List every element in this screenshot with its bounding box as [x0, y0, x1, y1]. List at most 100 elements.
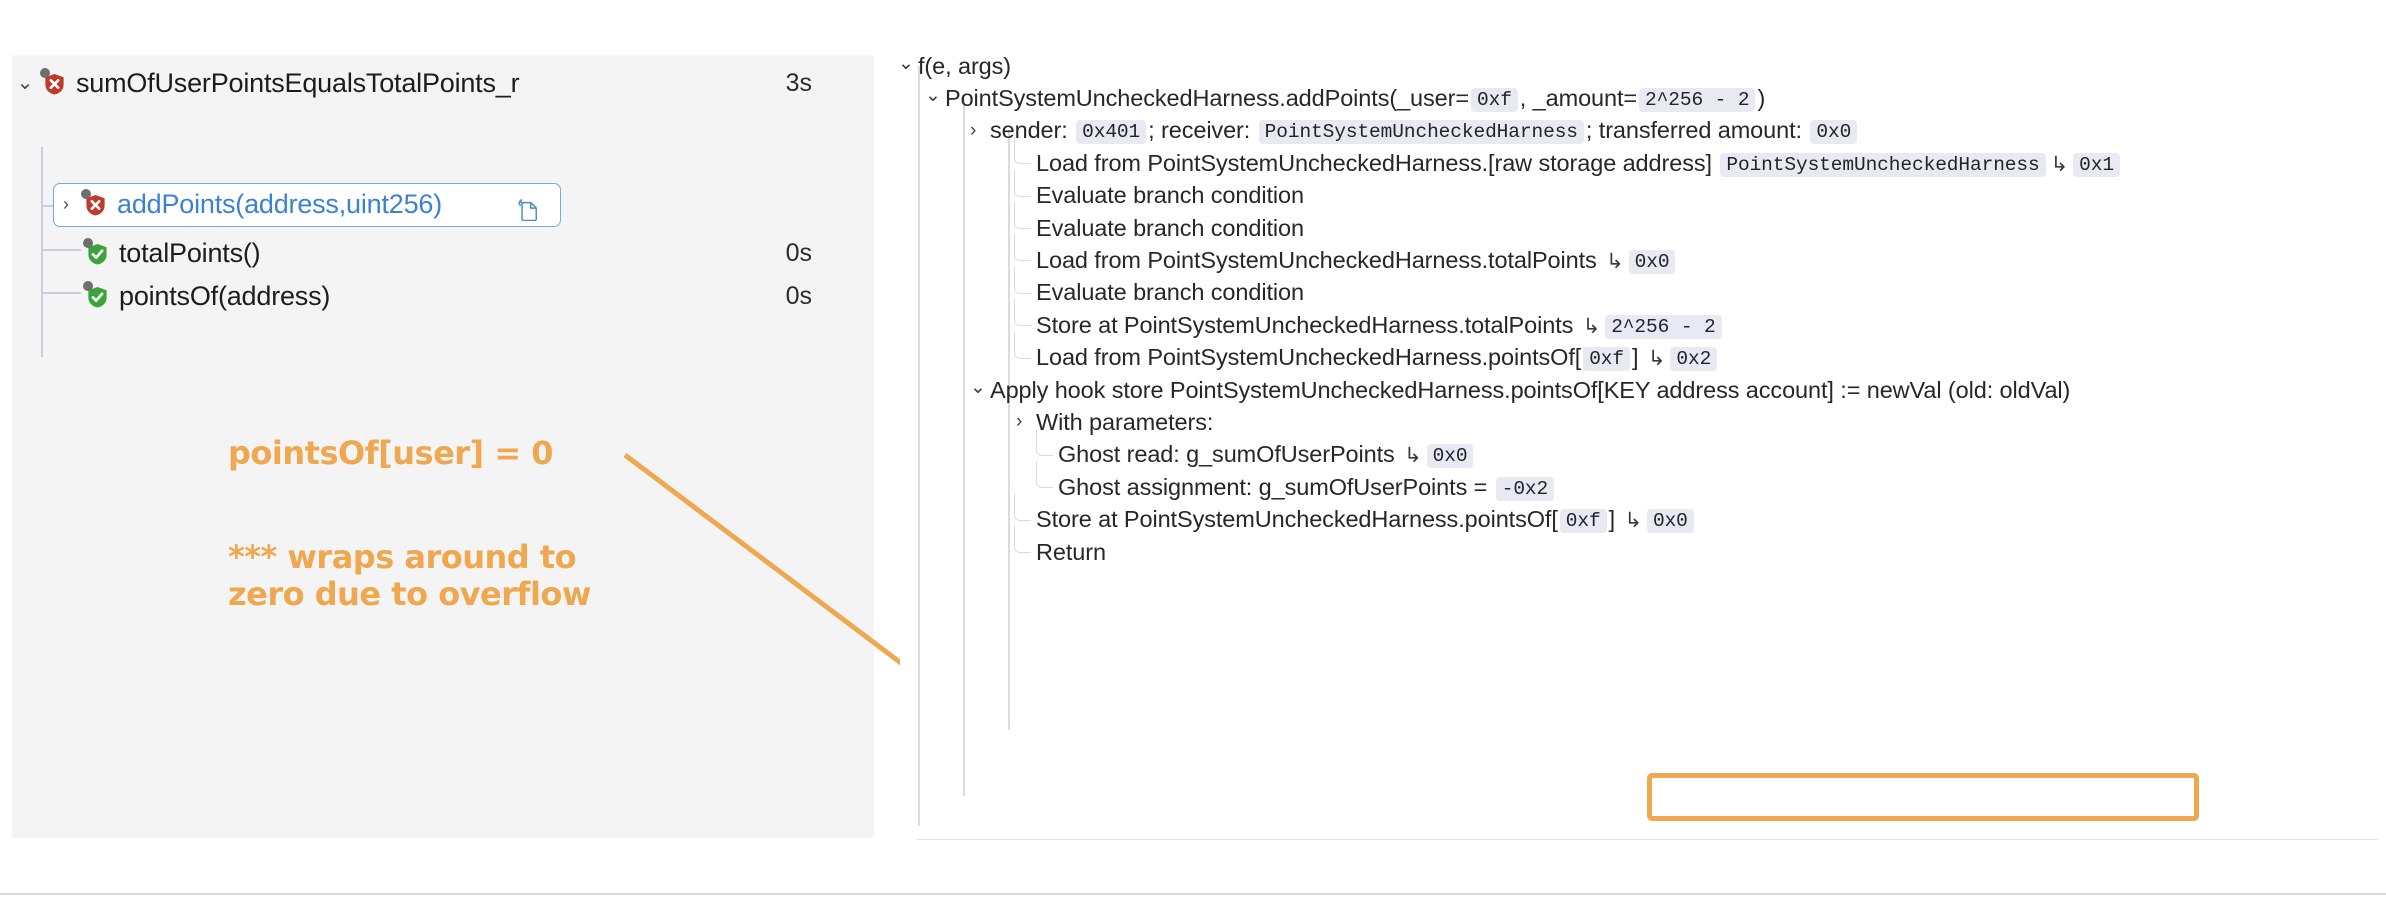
- trace-connector-elbow: [1014, 332, 1031, 359]
- chevron-down-icon[interactable]: ⌄: [900, 54, 914, 73]
- trace-text: Load from PointSystemUncheckedHarness.to…: [1036, 247, 1603, 273]
- trace-text: Store at PointSystemUncheckedHarness.tot…: [1036, 312, 1580, 338]
- trace-row-label: Return: [1036, 539, 1106, 566]
- rule-label: pointsOf(address): [119, 281, 330, 312]
- trace-text: Ghost assignment: g_sumOfUserPoints =: [1058, 474, 1494, 500]
- copy-to-clipboard-icon[interactable]: [517, 197, 539, 221]
- trace-row-label: Evaluate branch condition: [1036, 279, 1304, 306]
- trace-connector-vertical: [1008, 130, 1010, 730]
- value-chip: 2^256 - 2: [1605, 315, 1721, 339]
- trace-row-label: Store at PointSystemUncheckedHarness.poi…: [1036, 506, 1696, 533]
- chevron-right-icon[interactable]: ›: [1016, 412, 1022, 431]
- returns-arrow-icon: ↳: [1580, 315, 1604, 338]
- trace-connector-elbow: [1014, 234, 1031, 261]
- highlighted-store-row-outline: [1647, 773, 2199, 821]
- annotation-pointsof-user-zero: pointsOf[user] = 0: [228, 434, 553, 472]
- value-chip: 0x401: [1076, 120, 1146, 144]
- trace-connector-elbow: [1036, 461, 1053, 488]
- chevron-down-icon[interactable]: ⌄: [925, 86, 941, 105]
- trace-row[interactable]: Ghost read: g_sumOfUserPoints ↳0x0: [1058, 439, 1475, 471]
- value-chip: 0x0: [1810, 120, 1857, 144]
- trace-text: Evaluate branch condition: [1036, 215, 1304, 241]
- trace-row[interactable]: Load from PointSystemUncheckedHarness.[r…: [1036, 147, 2122, 179]
- trace-row[interactable]: Evaluate branch condition: [1036, 212, 1304, 244]
- trace-connector-elbow: [1014, 299, 1031, 326]
- value-chip: 0x0: [1427, 444, 1474, 468]
- trace-row-label: sender: 0x401; receiver: PointSystemUnch…: [990, 117, 1859, 144]
- trace-text: ; transferred amount:: [1586, 117, 1808, 143]
- trace-row-label: Ghost assignment: g_sumOfUserPoints = -0…: [1058, 474, 1556, 501]
- returns-arrow-icon: ↳: [1645, 347, 1669, 370]
- rule-row-totalPoints[interactable]: totalPoints() 0s: [55, 232, 874, 274]
- trace-row[interactable]: Evaluate branch condition: [1036, 180, 1304, 212]
- annotation-wraps-around-overflow: *** wraps around to zero due to overflow: [228, 539, 608, 613]
- trace-text: sender:: [990, 117, 1074, 143]
- returns-arrow-icon: ↳: [1603, 250, 1627, 273]
- call-trace-panel: ⌄f(e, args)⌄PointSystemUncheckedHarness.…: [900, 42, 2378, 840]
- tree-connector-vertical: [41, 147, 43, 357]
- trace-row-label: Load from PointSystemUncheckedHarness.[r…: [1036, 150, 2122, 177]
- returns-arrow-icon: ↳: [1621, 509, 1645, 532]
- trace-row[interactable]: Store at PointSystemUncheckedHarness.poi…: [1036, 504, 1696, 536]
- trace-row[interactable]: Store at PointSystemUncheckedHarness.tot…: [1036, 309, 1724, 341]
- trace-text: Load from PointSystemUncheckedHarness.po…: [1036, 344, 1581, 370]
- trace-row-label: Store at PointSystemUncheckedHarness.tot…: [1036, 312, 1724, 339]
- trace-connector-elbow: [1014, 494, 1031, 521]
- chevron-down-icon[interactable]: ⌄: [12, 73, 38, 93]
- trace-connector-elbow: [1014, 170, 1031, 197]
- rule-row-pointsOf[interactable]: pointsOf(address) 0s: [55, 275, 874, 317]
- trace-text: Store at PointSystemUncheckedHarness.poi…: [1036, 506, 1558, 532]
- trace-connector-vertical: [918, 66, 920, 826]
- trace-row[interactable]: f(e, args): [918, 50, 1011, 82]
- chevron-right-icon[interactable]: ›: [53, 195, 79, 213]
- status-pass-icon: [81, 281, 111, 311]
- rule-label: sumOfUserPointsEqualsTotalPoints_r: [76, 68, 519, 99]
- trace-text: f(e, args): [918, 53, 1011, 79]
- trace-row[interactable]: Load from PointSystemUncheckedHarness.po…: [1036, 342, 1719, 374]
- returns-arrow-icon: ↳: [1401, 444, 1425, 467]
- trace-text: Evaluate branch condition: [1036, 182, 1304, 208]
- trace-text: Apply hook store PointSystemUncheckedHar…: [990, 377, 2070, 403]
- rule-row-sumOfUserPointsEqualsTotalPoints[interactable]: ⌄ sumOfUserPointsEqualsTotalPoints_r 3s: [12, 62, 874, 104]
- status-pass-icon: [81, 238, 111, 268]
- trace-text: Ghost read: g_sumOfUserPoints: [1058, 441, 1401, 467]
- status-fail-icon: [38, 68, 68, 98]
- trace-row[interactable]: With parameters:: [1036, 406, 1213, 438]
- trace-row[interactable]: Load from PointSystemUncheckedHarness.to…: [1036, 244, 1677, 276]
- trace-row-label: Ghost read: g_sumOfUserPoints ↳0x0: [1058, 441, 1475, 468]
- trace-row-label: Evaluate branch condition: [1036, 182, 1304, 209]
- page-divider: [0, 893, 2386, 895]
- trace-text: ): [1757, 85, 1765, 111]
- rule-label-link[interactable]: addPoints(address,uint256): [117, 189, 442, 220]
- status-fail-icon: [79, 189, 109, 219]
- chevron-right-icon[interactable]: ›: [970, 121, 976, 140]
- trace-text: PointSystemUncheckedHarness.addPoints(_u…: [945, 85, 1469, 111]
- panel-divider: [916, 839, 2378, 840]
- trace-text: ]: [1609, 506, 1622, 532]
- trace-text: ]: [1632, 344, 1645, 370]
- chevron-down-icon[interactable]: ⌄: [970, 378, 986, 397]
- trace-row[interactable]: Ghost assignment: g_sumOfUserPoints = -0…: [1058, 471, 1556, 503]
- trace-row[interactable]: Apply hook store PointSystemUncheckedHar…: [990, 374, 2070, 406]
- rule-duration: 0s: [786, 282, 812, 311]
- trace-connector-elbow: [1014, 202, 1031, 229]
- trace-text: , _amount=: [1520, 85, 1637, 111]
- rule-duration: 3s: [786, 69, 812, 98]
- trace-row[interactable]: PointSystemUncheckedHarness.addPoints(_u…: [945, 82, 1765, 114]
- rule-duration: 0s: [786, 239, 812, 268]
- rule-label: totalPoints(): [119, 238, 260, 269]
- trace-row-label: Load from PointSystemUncheckedHarness.to…: [1036, 247, 1677, 274]
- trace-row[interactable]: Return: [1036, 536, 1106, 568]
- trace-text: Return: [1036, 539, 1106, 565]
- trace-text: With parameters:: [1036, 409, 1213, 435]
- trace-connector-elbow: [1014, 137, 1031, 164]
- trace-row-label: Apply hook store PointSystemUncheckedHar…: [990, 377, 2070, 404]
- trace-row[interactable]: sender: 0x401; receiver: PointSystemUnch…: [990, 115, 1859, 147]
- value-chip: 0xf: [1583, 347, 1630, 371]
- value-chip: 2^256 - 2: [1639, 88, 1755, 112]
- trace-row-label: f(e, args): [918, 53, 1011, 80]
- trace-row-label: PointSystemUncheckedHarness.addPoints(_u…: [945, 85, 1765, 112]
- rule-row-addPoints[interactable]: › addPoints(address,uint256): [53, 183, 561, 225]
- trace-row[interactable]: Evaluate branch condition: [1036, 277, 1304, 309]
- trace-connector-vertical: [963, 98, 965, 796]
